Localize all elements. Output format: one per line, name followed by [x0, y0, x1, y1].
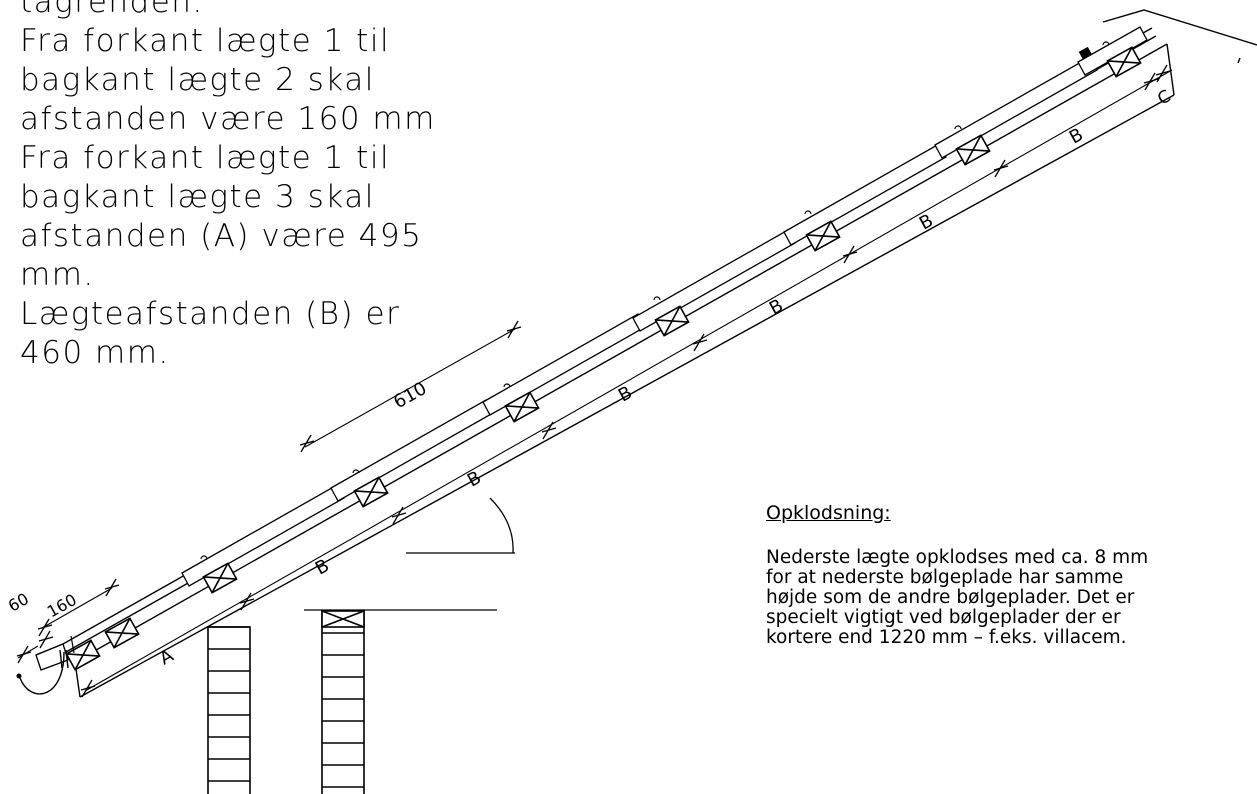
dim-tick [692, 339, 708, 345]
overlap-6 [934, 56, 1098, 159]
dim-tick [842, 251, 858, 257]
batten [504, 391, 540, 423]
gutter-hook-end [16, 673, 22, 679]
dim-label-B4: B [766, 295, 787, 319]
screw [1102, 41, 1110, 46]
batten-cross [663, 305, 681, 337]
dim-tick [299, 440, 315, 446]
dim-label-610: 610 [390, 378, 430, 413]
dim-tick [239, 598, 255, 604]
batten-cross [513, 391, 531, 423]
screws [200, 41, 1110, 560]
overlap-2 [330, 399, 494, 502]
batten [654, 305, 690, 337]
dim-label-B2: B [464, 467, 485, 491]
screw [653, 296, 661, 301]
note-body: Nederste lægte opklodses med ca. 8 mm fo… [766, 548, 1257, 648]
rafter-top-line [74, 43, 1168, 663]
overlap-4 [632, 229, 796, 332]
dim-tick [541, 427, 557, 433]
batten [955, 134, 991, 166]
instruction-line: 460 mm. [20, 335, 170, 371]
instruction-text: tagrenden. Fra forkant lægte 1 til bagka… [20, 0, 480, 373]
batten-cross [1115, 46, 1133, 78]
dim-tick [1143, 78, 1159, 84]
rafter-top-end-line [1166, 43, 1175, 96]
instruction-line: Fra forkant lægte 1 til [20, 140, 391, 176]
instruction-line: tagrenden. [20, 0, 204, 20]
note-line: Nederste lægte opklodses med ca. 8 mm [766, 547, 1149, 568]
batten [805, 220, 841, 252]
dim-label-A: A [156, 645, 178, 670]
gutter-bracket [59, 649, 63, 669]
batten [202, 562, 238, 594]
screw [352, 469, 360, 474]
dim-label-B5: B [916, 210, 937, 234]
gutter-bracket-2 [65, 649, 69, 669]
batten-cross [814, 220, 832, 252]
eave-joint [70, 635, 75, 654]
batten [1106, 46, 1142, 78]
dim-tick [1155, 70, 1171, 76]
batten [104, 617, 140, 649]
instruction-line: Lægteafstanden (B) er [20, 296, 401, 332]
instruction-line: Fra forkant lægte 1 til [20, 23, 391, 59]
angle-arc [489, 497, 514, 554]
dimension-line-160 [41, 587, 113, 629]
note-line: højde som de andre bølgeplader. Det er [766, 587, 1135, 608]
dim-tick [391, 512, 407, 518]
gutter-hook [19, 651, 65, 695]
screw [503, 383, 511, 388]
note-title: Opklodsning: [766, 502, 891, 524]
batten-cross [113, 617, 131, 649]
overlap-7 [1077, 26, 1148, 76]
dim-label-B3: B [615, 382, 636, 406]
screw [804, 210, 812, 215]
dim-label-60: 60 [5, 589, 32, 615]
batten-cross [964, 134, 982, 166]
batten [353, 476, 389, 508]
note-line: specielt vigtigt ved bølgeplader der er [766, 607, 1121, 628]
batten-cross [74, 639, 92, 671]
dimension-ticks [16, 64, 1171, 698]
dim-tick [506, 326, 522, 332]
screw [200, 555, 208, 560]
battens [65, 46, 1142, 671]
sheet-overlaps [35, 26, 1148, 671]
note-line: kortere end 1220 mm – f.eks. villacem. [766, 627, 1127, 648]
rafter-bottom-line [79, 94, 1175, 698]
dim-tick [38, 636, 54, 642]
overlap-5 [783, 143, 947, 246]
dim-label-C: C [1154, 86, 1174, 109]
instruction-line: bagkant lægte 2 skal [20, 62, 375, 98]
instruction-line: afstanden (A) være 495 [20, 218, 423, 254]
ridge-cap [1102, 9, 1257, 46]
batten-cross [362, 476, 380, 508]
screw [954, 125, 962, 130]
ridge-mark [1237, 57, 1241, 64]
dim-tick [104, 584, 120, 590]
opklodsning-note: Opklodsning: Nederste lægte opklodses me… [766, 502, 1257, 648]
dim-tick [80, 685, 96, 691]
wall-column [321, 610, 365, 794]
wall-plate-cross [321, 610, 365, 628]
instruction-line: afstanden være 160 mm [20, 101, 436, 137]
instruction-line: mm. [20, 257, 95, 293]
batten-cross [211, 562, 229, 594]
note-line: for at nederste bølgeplade har samme [766, 567, 1124, 588]
instruction-line: bagkant lægte 3 skal [20, 179, 375, 215]
dim-tick [993, 165, 1009, 171]
dimension-line-610 [304, 328, 516, 448]
dim-tick [16, 651, 32, 657]
batten [65, 639, 101, 671]
wall-column [207, 626, 251, 794]
masonry-walls [207, 610, 365, 794]
dimension-line-main [84, 69, 1173, 692]
dimension-ext-60 [17, 645, 39, 659]
dim-tick [37, 624, 53, 630]
